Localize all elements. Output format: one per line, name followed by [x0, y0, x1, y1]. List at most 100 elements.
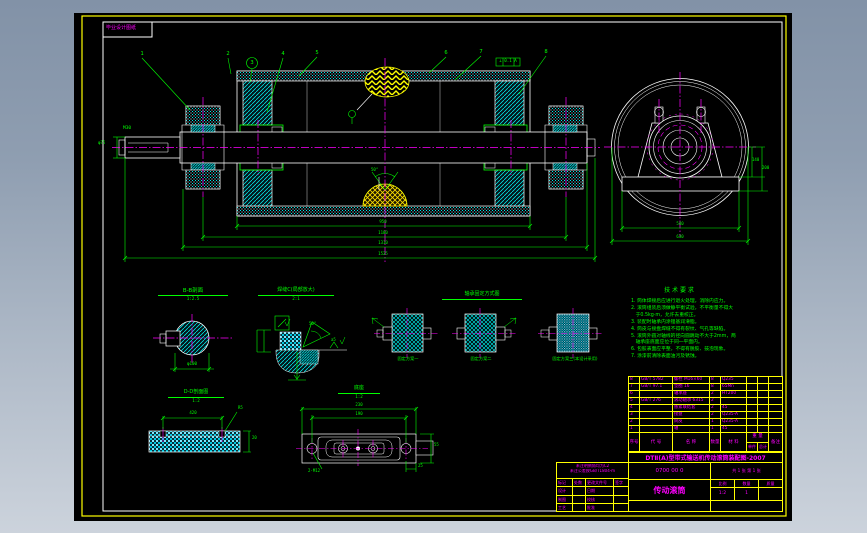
sign-cell	[613, 503, 628, 511]
sign-cell: 更改文件号	[585, 479, 613, 487]
bom-cell-no: 7	[630, 384, 633, 389]
bom-cell-name: 胀紧联结套	[672, 405, 709, 411]
bom-cell-w1	[746, 398, 757, 404]
bom-cell-w1	[746, 405, 757, 411]
signature-row: 标记 处数 更改文件号 签字	[557, 479, 628, 488]
bom-cell-w2	[757, 398, 768, 404]
bom-cell-qty: 1	[709, 419, 720, 425]
end-view	[604, 72, 768, 245]
sign-cell: 日期	[585, 487, 613, 495]
sign-cell	[572, 495, 585, 503]
tech-req-line: 1. 筒体焊接后应进行退火处理，消除内应力。	[631, 299, 729, 304]
bom-cell-code: GB/T 5782	[639, 377, 672, 383]
detail-fixing-options	[371, 308, 602, 358]
detail-base-dim-small: 25	[418, 463, 423, 468]
part-balloon: 6	[444, 50, 448, 56]
detail-weld-symbol: a5	[331, 337, 336, 342]
bom-row: 6 轴承座 2 HT200	[629, 391, 782, 398]
weight-label: 质量	[758, 480, 782, 487]
detail-fixing-title: 轴承固定方式图	[442, 291, 522, 300]
part-name: 传动滚筒	[629, 480, 711, 500]
detail-base-title: 底座	[338, 385, 380, 394]
detail-bb-title: B-B剖面	[158, 288, 228, 297]
bom-cell-code	[639, 426, 672, 433]
sign-cell	[613, 487, 628, 495]
scale-label: 比例	[718, 481, 727, 486]
bom-cell-name: 轴	[672, 426, 709, 433]
bom-cell-note	[768, 391, 782, 397]
signature-grid: 标记 处数 更改文件号 签字 设计 日期 制图 校核 工艺 批准	[557, 479, 628, 511]
bom-row: 5 GB/T 276 滚动轴承 6315 2	[629, 398, 782, 405]
shaft-dia-dim: φ75	[98, 140, 106, 145]
dim-base-width: 540	[676, 220, 684, 226]
detail-base-plate	[296, 406, 434, 472]
dim-end-h1: 140	[752, 157, 760, 162]
detail-weld-angle: 50°	[309, 321, 317, 326]
dim-total-length: 1525	[378, 250, 388, 256]
part-balloon: 3	[250, 60, 254, 66]
sign-cell: 制图	[558, 496, 566, 502]
thread-callout: M30	[123, 126, 132, 131]
bom-cell-note	[768, 398, 782, 404]
qty-label: 数量	[734, 480, 758, 487]
bom-cell-qty: 1	[709, 426, 720, 433]
bom-cell-name: 滚动轴承 6315	[672, 398, 709, 404]
part-balloon: 7	[479, 49, 483, 55]
dimensions-main	[113, 57, 598, 262]
bom-cell-qty: 2	[709, 391, 720, 397]
bom-header-weight-group: 重 量 单件 总计	[746, 433, 768, 451]
bom-row: 1 轴 1 45	[629, 426, 782, 433]
tech-req-line: 轴承座底面应位于同一平面内。	[631, 340, 703, 346]
bom-cell-qty: 8	[709, 384, 720, 390]
dim-drum-length: 950	[379, 218, 387, 224]
tech-req-line: 5. 滚筒外圆对轴线的径向圆跳动不大于2mm，两	[631, 333, 736, 339]
bom-row: 2 筒皮 1 Q235-A	[629, 419, 782, 426]
detail-base-dim-right: 55	[434, 442, 439, 447]
centerlines-main	[112, 58, 600, 262]
bom-cell-note	[768, 426, 782, 433]
bom-cell-code	[639, 419, 672, 425]
signature-row: 设计 日期	[557, 487, 628, 496]
drum-end-disks	[242, 80, 525, 207]
bom-header-no: 序号	[629, 440, 639, 445]
bom-cell-no: 2	[630, 419, 633, 424]
bom-cell-note	[768, 377, 782, 383]
bom-cell-no: 5	[630, 398, 633, 403]
sign-cell	[572, 487, 585, 495]
tech-req-list: 1. 筒体焊接后应进行退火处理，消除内应力。2. 滚筒组装后须做静平衡试验，不平…	[631, 299, 787, 361]
sign-cell	[613, 495, 628, 503]
detail-dd-scale: 1:2	[192, 398, 200, 403]
bom-cell-code: GB/T 97.1	[639, 384, 672, 390]
sign-cell: 批准	[585, 503, 613, 511]
bom-cell-no: 6	[630, 391, 633, 396]
detail-base-scale: 1:2	[355, 394, 363, 399]
dim-frame-span: 1310	[378, 239, 388, 245]
bom-row: 4 胀紧联结套 2 45	[629, 405, 782, 412]
bom-cell-w1	[746, 391, 757, 397]
tech-req-line: 3. 装配时轴承内涂锂基润滑脂。	[631, 319, 700, 325]
detail-bb-scale: 1:2.5	[186, 296, 200, 301]
main-assembly-view	[112, 55, 600, 262]
sign-cell: 设计	[558, 488, 566, 494]
bom-cell-w2	[757, 426, 768, 433]
bom-cell-name: 螺栓 M16×60	[672, 377, 709, 383]
drawing-number: 0700 00 0	[629, 463, 711, 479]
bom-cell-material: 45	[720, 426, 746, 433]
bom-cell-code	[639, 412, 672, 418]
tech-req-line: 7. 涂漆前清除表面油污及锈蚀。	[631, 354, 700, 360]
bom-cell-w1	[746, 419, 757, 425]
title-block-note-line: 未注明倒角均为C2	[575, 464, 610, 468]
part-balloon: 2	[226, 51, 230, 57]
weight-value	[758, 488, 782, 500]
bom-header-w1: 单件	[748, 444, 756, 449]
sign-cell	[572, 503, 585, 511]
bom-cell-no: 8	[630, 377, 633, 382]
bom-cell-material: 65Mn	[720, 384, 746, 390]
title-block-cell-empty	[629, 501, 711, 511]
fixing-option-1	[371, 308, 438, 358]
bom-cell-material	[720, 398, 746, 404]
